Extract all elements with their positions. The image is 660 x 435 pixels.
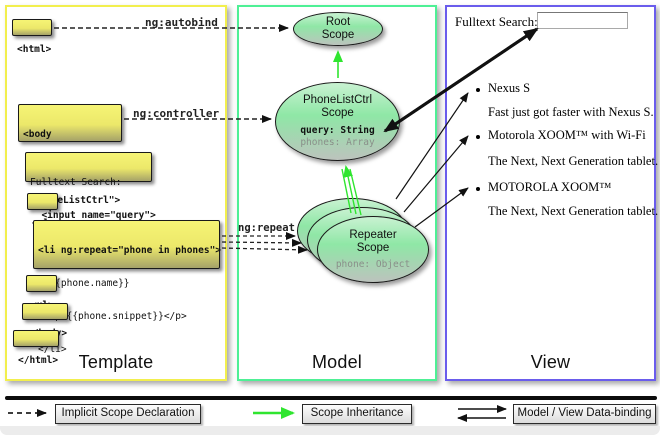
legend-implicit-scope: Implicit Scope Declaration	[55, 404, 201, 424]
phonelistctrl-scope-ellipse: PhoneListCtrl Scope query: String phones…	[275, 82, 400, 161]
code-box-body-close: </body>	[22, 303, 68, 339]
code-line: <li ng:repeat="phone in phones">	[38, 245, 222, 256]
repeater-scope-ellipse: Repeater Scope phone: Object	[317, 216, 429, 283]
view-item-desc: The Next, Next Generation tablet.	[488, 154, 659, 168]
scope-prop-query: query: String	[300, 125, 375, 136]
scope-title: Repeater	[349, 228, 397, 241]
scope-prop-phone: phone: Object	[335, 258, 411, 270]
code-box-html-open: <html>	[12, 19, 52, 55]
view-item-title: Motorola XOOM™ with Wi-Fi	[488, 128, 646, 142]
legend-model-view-binding: Model / View Data-binding	[513, 404, 656, 424]
scope-title: Scope	[321, 107, 354, 119]
label-ng-controller: ng:controller	[133, 107, 220, 120]
scope-title: Scope	[321, 29, 355, 41]
code-box-ul-open: <ul>	[27, 193, 58, 229]
bullet-icon	[476, 135, 480, 139]
code-line: "PhoneListCtrl">	[23, 195, 121, 206]
view-column-label: View	[530, 352, 571, 372]
scope-title: PhoneListCtrl	[302, 94, 373, 106]
legend-separator	[5, 396, 657, 400]
code-box-li-repeat: <li ng:repeat="phone in phones"> {{phone…	[33, 220, 222, 355]
legend-scope-inheritance: Scope Inheritance	[302, 404, 412, 424]
label-ng-repeat: ng:repeat	[238, 222, 295, 234]
root-scope-ellipse: Root Scope	[293, 12, 383, 46]
code-line: <p>{{phone.snippet}}</p>	[38, 311, 187, 322]
scope-prop-phones: phones: Array	[300, 137, 375, 148]
view-search-input[interactable]	[537, 12, 628, 29]
code-box-html-close: </html>	[13, 330, 59, 366]
code-line: <body	[23, 129, 52, 140]
bullet-icon	[476, 187, 480, 191]
code-line: </html>	[18, 355, 59, 366]
code-line: </li>	[38, 344, 67, 355]
template-column-label: Template	[78, 352, 154, 372]
code-line: {{phone.name}}	[38, 278, 130, 289]
view-item-desc: The Next, Next Generation tablet.	[488, 204, 659, 218]
view-item-desc: Fast just got faster with Nexus S.	[488, 105, 654, 119]
legend-binding-arrows	[457, 405, 507, 422]
view-search-label: Fulltext Search:	[455, 14, 538, 29]
code-box-fulltext: Fulltext Search: <input name="query">	[25, 152, 156, 221]
model-column-label: Model	[311, 352, 363, 372]
model-column: Model	[237, 5, 437, 381]
code-box-ul-close: <ul>	[26, 275, 57, 311]
view-item-title: Nexus S	[488, 81, 531, 95]
view-item-title: MOTOROLA XOOM™	[488, 180, 612, 194]
bullet-icon	[476, 88, 480, 92]
scope-title: Root	[325, 16, 351, 28]
scope-title: Scope	[356, 241, 390, 254]
label-ng-autobind: ng:autobind	[145, 16, 218, 29]
footer-strip	[0, 426, 660, 435]
code-line: Fulltext Search:	[30, 177, 122, 188]
code-box-body-open: <body ng:controller= "PhoneListCtrl">	[18, 104, 122, 206]
code-line: <input name="query">	[30, 210, 156, 221]
code-line: <html>	[17, 44, 52, 55]
